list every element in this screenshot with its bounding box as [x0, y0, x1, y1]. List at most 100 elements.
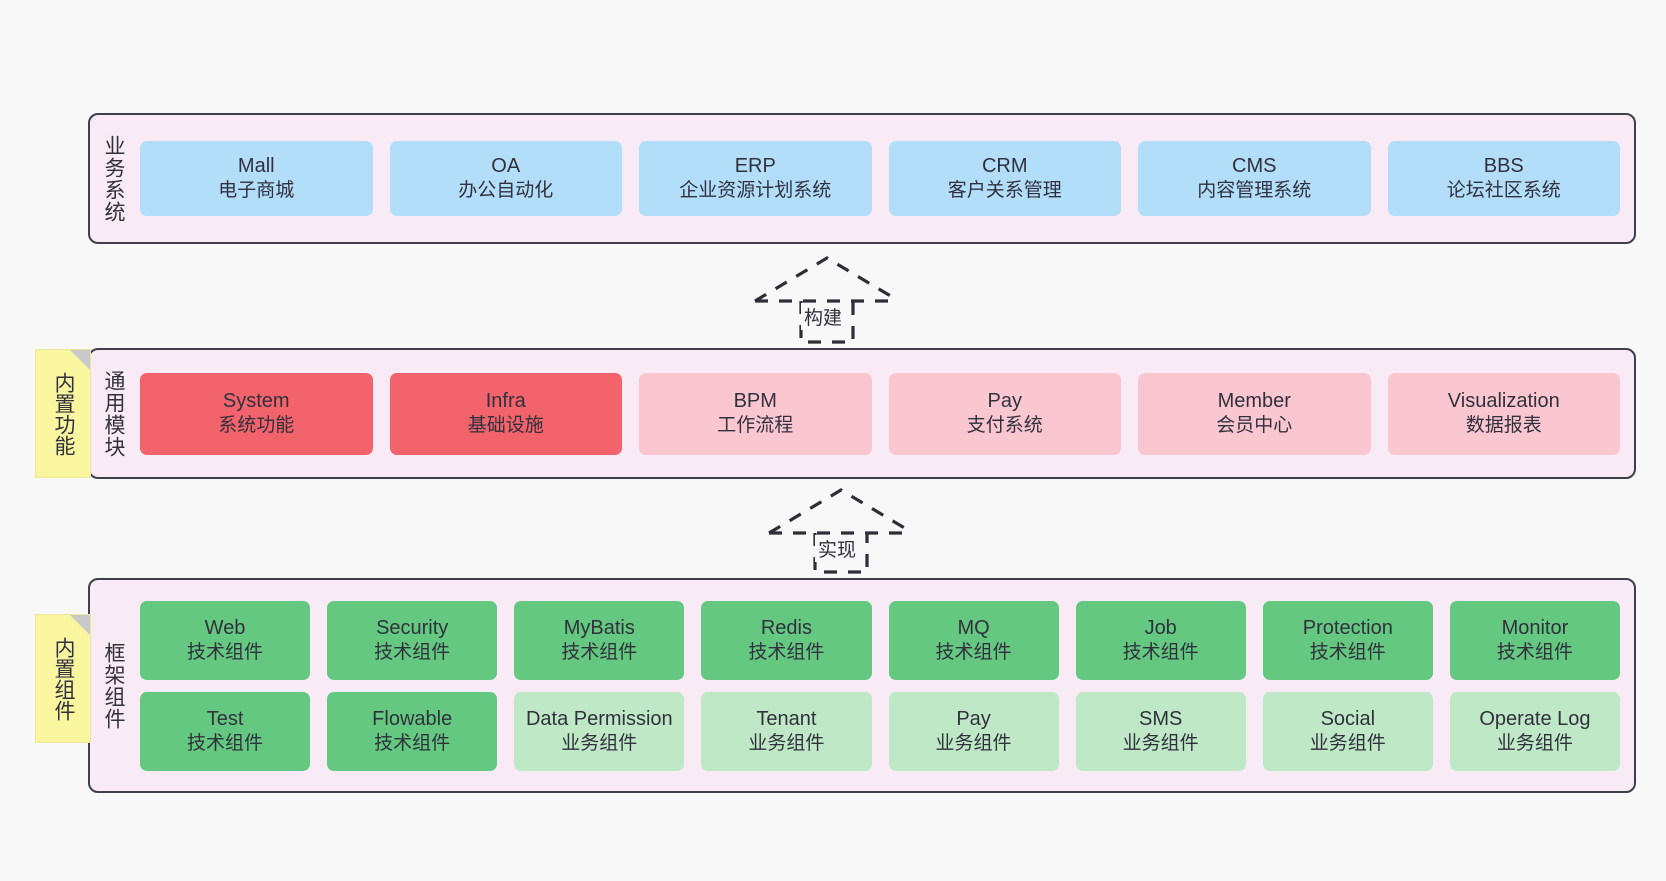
card-desc: 会员中心: [1216, 415, 1293, 437]
layer-title-business-systems: 业务系统: [101, 134, 125, 223]
connector-label-implement: 实现: [815, 535, 860, 562]
card-name: BPM: [733, 390, 777, 413]
card-desc: 业务组件: [1122, 732, 1199, 754]
card-name: Redis: [760, 616, 812, 639]
card-desc: 技术组件: [561, 641, 638, 663]
card-desc: 技术组件: [1496, 641, 1573, 663]
card-desc: 技术组件: [187, 732, 264, 754]
card-desc: 技术组件: [374, 641, 451, 663]
connector-label-build: 构建: [801, 303, 846, 330]
card-desc: 支付系统: [966, 415, 1043, 437]
card-name: SMS: [1139, 707, 1183, 730]
generalization-arrow-icon: [768, 488, 914, 574]
card-desc: 系统功能: [218, 415, 295, 437]
card-name: Pay: [987, 390, 1022, 413]
card-desc: 技术组件: [1122, 641, 1199, 663]
card-name: CRM: [981, 155, 1028, 178]
card-desc: 工作流程: [717, 415, 794, 437]
card-desc: 技术组件: [1309, 641, 1386, 663]
card-name: Job: [1144, 616, 1177, 639]
card-desc: 业务组件: [1309, 732, 1386, 754]
card-desc: 技术组件: [374, 732, 451, 754]
card-name: Visualization: [1447, 390, 1560, 413]
card-name: Infra: [485, 390, 526, 413]
connector-build: 构建: [747, 256, 907, 344]
card-name: MQ: [957, 616, 990, 639]
connector-implement: 实现: [761, 488, 921, 574]
card-desc: 技术组件: [935, 641, 1012, 663]
card-name: Tenant: [756, 707, 817, 730]
card-name: MyBatis: [563, 616, 635, 639]
generalization-arrow-icon: [754, 256, 900, 344]
card-name: Data Permission: [525, 707, 673, 730]
card-desc: 内容管理系统: [1197, 180, 1312, 202]
card-desc: 论坛社区系统: [1446, 180, 1561, 202]
sticky-note-common-modules: 内置功能: [36, 350, 90, 477]
card-name: Test: [206, 707, 244, 730]
card-desc: 业务组件: [935, 732, 1012, 754]
card-name: Member: [1217, 390, 1291, 413]
card-name: CMS: [1232, 155, 1277, 178]
card-name: Flowable: [372, 707, 453, 730]
card-name: Operate Log: [1479, 707, 1591, 730]
card-name: Pay: [956, 707, 991, 730]
card-desc: 业务组件: [748, 732, 825, 754]
card-name: BBS: [1483, 155, 1524, 178]
layer-title-framework-components: 框架组件: [101, 641, 125, 730]
card-desc: 客户关系管理: [947, 180, 1062, 202]
card-desc: 技术组件: [748, 641, 825, 663]
card-name: ERP: [734, 155, 776, 178]
card-name: Web: [204, 616, 246, 639]
sticky-note-framework-components: 内置组件: [36, 615, 90, 742]
card-desc: 业务组件: [561, 732, 638, 754]
card-desc: 业务组件: [1496, 732, 1573, 754]
card-name: Mall: [237, 155, 275, 178]
card-name: Monitor: [1501, 616, 1569, 639]
card-name: Social: [1320, 707, 1376, 730]
card-desc: 办公自动化: [458, 180, 554, 202]
card-name: OA: [491, 155, 521, 178]
card-name: Security: [376, 616, 449, 639]
card-desc: 基础设施: [467, 415, 544, 437]
card-name: System: [222, 390, 290, 413]
card-desc: 企业资源计划系统: [679, 180, 832, 202]
